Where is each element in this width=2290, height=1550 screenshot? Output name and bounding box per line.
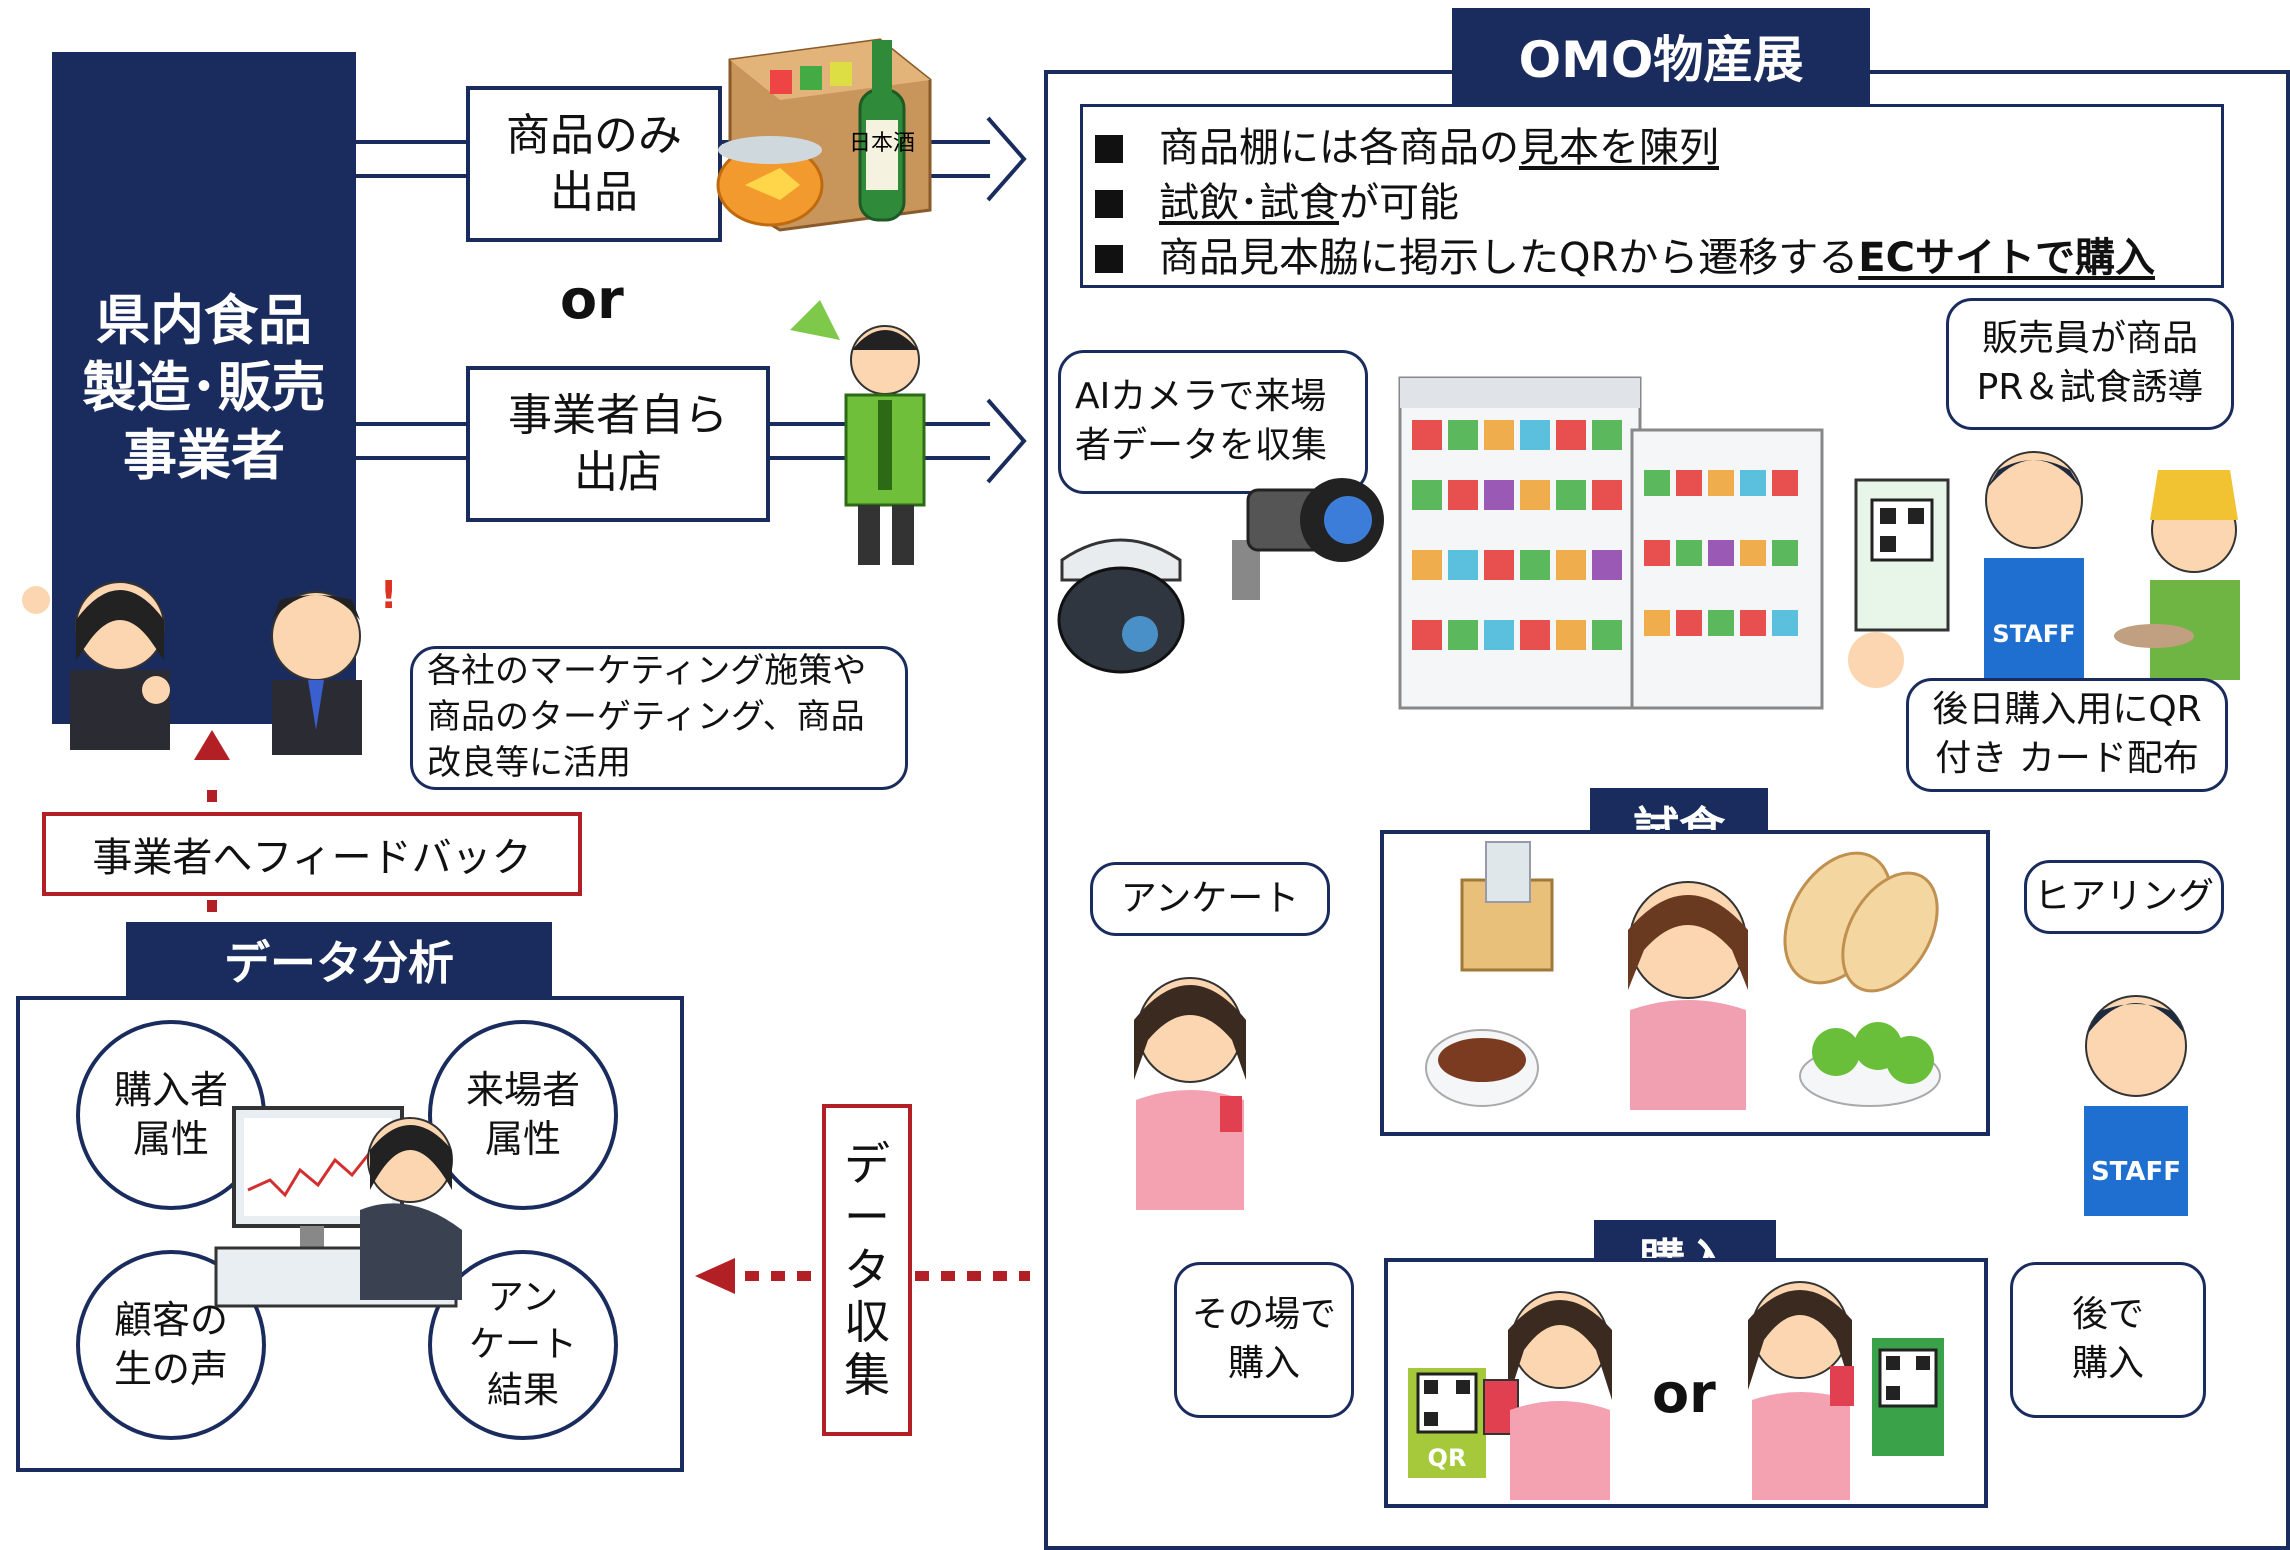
omo-title: OMO物産展 (1452, 8, 1870, 104)
bullet-1: 商品棚には各商品の見本を陳列 (1095, 121, 2221, 176)
analysis-title: データ分析 (126, 922, 552, 998)
feedback-box: 事業者へフィードバック (42, 812, 582, 896)
qr-card-bubble: 後日購入用にQR 付き カード配布 (1906, 678, 2228, 792)
staff-bubble: 販売員が商品 PR＆試食誘導 (1946, 298, 2234, 430)
buy-later-bubble: 後で 購入 (2010, 1262, 2206, 1418)
svg-text:!: ! (380, 573, 397, 617)
route1-box: 商品のみ 出品 (466, 86, 722, 242)
buy-now-bubble: その場で 購入 (1174, 1262, 1354, 1418)
bullet-3: 商品見本脇に掲示したQRから遷移するECサイトで購入 (1095, 231, 2221, 286)
tasting-panel (1380, 830, 1990, 1136)
or-label: or (560, 268, 624, 331)
marketing-bubble: 各社のマーケティング施策や 商品のターゲティング、商品 改良等に活用 (410, 646, 908, 790)
sake-label: 日本酒 (849, 131, 915, 156)
bullet-2: 試飲･試食が可能 (1095, 176, 2221, 231)
analysis-circle-visitor: 来場者 属性 (428, 1020, 618, 1210)
purchase-or-label: or (1652, 1362, 1716, 1425)
hearing-bubble: ヒアリング (2024, 860, 2224, 934)
route2-box: 事業者自ら 出店 (466, 366, 770, 522)
analysis-circle-survey: アン ケート 結果 (428, 1250, 618, 1440)
company-block: 県内食品 製造･販売 事業者 (52, 52, 356, 724)
data-collection-box: デ ー タ 収 集 (822, 1104, 912, 1436)
bullets-box: 商品棚には各商品の見本を陳列 試飲･試食が可能 商品見本脇に掲示したQRから遷移… (1080, 104, 2224, 288)
questionnaire-bubble: アンケート (1090, 862, 1330, 936)
analysis-circle-voice: 顧客の 生の声 (76, 1250, 266, 1440)
analysis-circle-buyer: 購入者 属性 (76, 1020, 266, 1210)
ai-camera-bubble: AIカメラで来場 者データを収集 (1058, 350, 1368, 494)
